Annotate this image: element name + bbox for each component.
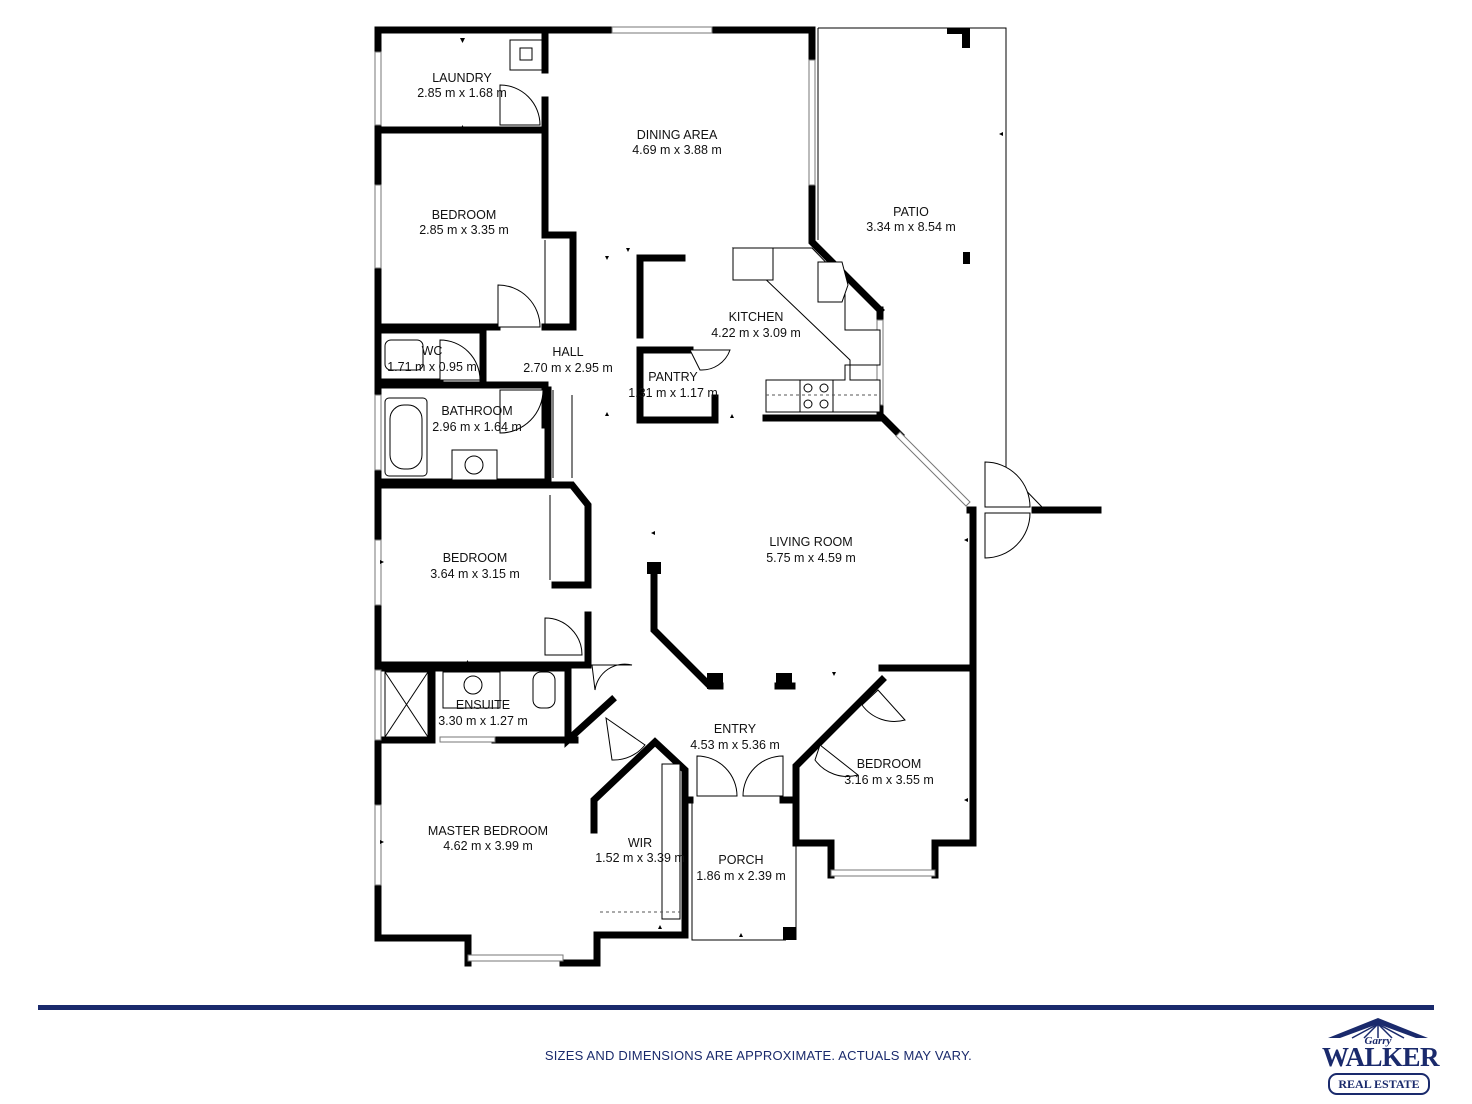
bedroom4-label: BEDROOM — [857, 757, 922, 771]
fixtures — [384, 39, 881, 920]
bedroom2-size: 2.85 m x 3.35 m — [419, 223, 509, 237]
kitchen-size: 4.22 m x 3.09 m — [711, 326, 801, 340]
floor-plan: LAUNDRY 2.85 m x 1.68 m DINING AREA 4.69… — [374, 26, 1102, 967]
kitchen-label: KITCHEN — [729, 310, 784, 324]
entry-label: ENTRY — [714, 722, 757, 736]
disclaimer-text: SIZES AND DIMENSIONS ARE APPROXIMATE. AC… — [544, 1048, 972, 1063]
laundry-label: LAUNDRY — [432, 71, 492, 85]
company-logo: Garry WALKER REAL ESTATE — [1322, 1016, 1440, 1096]
bedroom2-label: BEDROOM — [432, 208, 497, 222]
porch-outline — [691, 802, 797, 941]
windows — [374, 26, 971, 962]
dining-size: 4.69 m x 3.88 m — [632, 143, 722, 157]
bathroom-label: BATHROOM — [441, 404, 512, 418]
hall-label: HALL — [552, 345, 583, 359]
patio-size: 3.34 m x 8.54 m — [866, 220, 956, 234]
living-size: 5.75 m x 4.59 m — [766, 551, 856, 565]
master-label: MASTER BEDROOM — [428, 824, 548, 838]
patio-outline — [817, 27, 1043, 508]
bedroom3-label: BEDROOM — [443, 551, 508, 565]
doors — [439, 84, 1031, 797]
footer-rule — [38, 1005, 1434, 1010]
wc-label: WC — [422, 344, 443, 358]
ensuite-size: 3.30 m x 1.27 m — [438, 714, 528, 728]
interior-walls — [374, 26, 884, 804]
room-labels: LAUNDRY 2.85 m x 1.68 m DINING AREA 4.69… — [387, 71, 956, 883]
entry-size: 4.53 m x 5.36 m — [690, 738, 780, 752]
logo-name-text: WALKER — [1322, 1042, 1440, 1072]
living-label: LIVING ROOM — [769, 535, 852, 549]
hall-size: 2.70 m x 2.95 m — [523, 361, 613, 375]
wir-size: 1.52 m x 3.39 m — [595, 851, 685, 865]
laundry-size: 2.85 m x 1.68 m — [417, 86, 507, 100]
bedroom4-size: 3.16 m x 3.55 m — [844, 773, 934, 787]
patio-label: PATIO — [893, 205, 929, 219]
logo-script-text: Garry — [1364, 1035, 1392, 1047]
bedroom3-size: 3.64 m x 3.15 m — [430, 567, 520, 581]
ensuite-label: ENSUITE — [456, 698, 510, 712]
roof-icon — [1328, 1018, 1428, 1039]
pantry-label: PANTRY — [648, 370, 698, 384]
dining-label: DINING AREA — [637, 128, 718, 142]
master-size: 4.62 m x 3.99 m — [443, 839, 533, 853]
pantry-size: 1.31 m x 1.17 m — [628, 386, 718, 400]
logo-tagline: REAL ESTATE — [1328, 1073, 1430, 1095]
markers — [380, 38, 1003, 937]
wc-size: 1.71 m x 0.95 m — [387, 360, 477, 374]
porch-size: 1.86 m x 2.39 m — [696, 869, 786, 883]
bathroom-size: 2.96 m x 1.64 m — [432, 420, 522, 434]
porch-label: PORCH — [718, 853, 763, 867]
wir-label: WIR — [628, 836, 652, 850]
